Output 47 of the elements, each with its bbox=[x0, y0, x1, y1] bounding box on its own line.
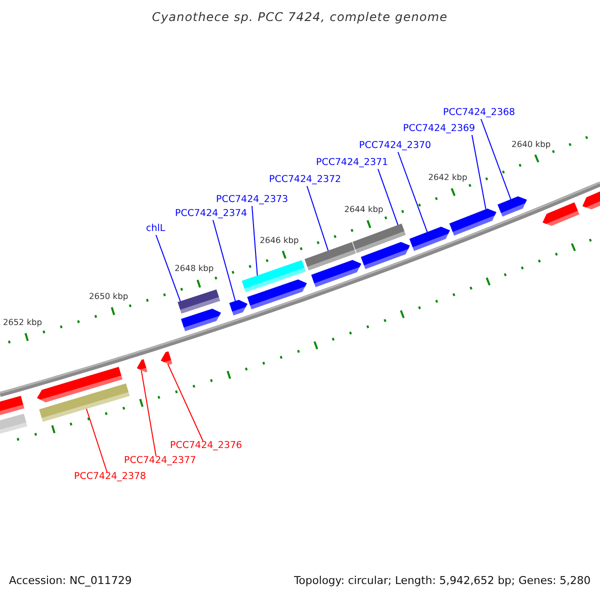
gene-label: PCC7424_2372 bbox=[269, 174, 342, 186]
gene-block bbox=[160, 351, 172, 365]
gene-label: chlL bbox=[146, 224, 166, 234]
leader-line bbox=[378, 168, 398, 226]
gene-bar bbox=[39, 384, 130, 422]
gene-block bbox=[449, 208, 496, 236]
gene-block bbox=[360, 242, 410, 270]
leader-line bbox=[156, 234, 181, 302]
gene-block bbox=[542, 202, 580, 226]
leader-line bbox=[252, 206, 258, 276]
gene-block bbox=[181, 308, 221, 332]
gene-label: PCC7424_2378 bbox=[74, 472, 146, 482]
scale-label: 2640 kbp bbox=[512, 140, 551, 150]
gene-label: PCC7424_2369 bbox=[403, 124, 476, 134]
scale-label: 2644 kbp bbox=[344, 205, 384, 215]
gene-label: PCC7424_2374 bbox=[175, 208, 248, 220]
gene-label: PCC7424_2377 bbox=[124, 456, 196, 466]
scale-label: 2646 kbp bbox=[260, 236, 299, 246]
gene-label: PCC7424_2371 bbox=[316, 158, 388, 168]
gene-block bbox=[409, 226, 450, 252]
gene-block bbox=[582, 192, 600, 210]
gene-label: PCC7424_2373 bbox=[216, 194, 288, 206]
scale-label: 2652 kbp bbox=[2, 318, 42, 328]
map-title: Cyanothece sp. PCC 7424, complete genome bbox=[152, 11, 448, 25]
gene-block bbox=[229, 300, 248, 316]
gene-bar bbox=[0, 414, 28, 434]
gene-label: PCC7424_2368 bbox=[443, 108, 516, 118]
gene-block bbox=[247, 279, 307, 310]
leader-line bbox=[140, 370, 156, 456]
leader-line bbox=[480, 118, 512, 200]
accession-text: Accession: NC_011729 bbox=[9, 575, 132, 588]
leader-line bbox=[398, 152, 428, 233]
gene-label: PCC7424_2376 bbox=[170, 440, 242, 452]
gene-label: PCC7424_2370 bbox=[359, 140, 432, 152]
leader-line bbox=[86, 408, 108, 472]
leader-line bbox=[167, 363, 204, 442]
gene-block bbox=[136, 359, 148, 372]
genome-summary: Topology: circular; Length: 5,942,652 bp; Genes: 5,280 bbox=[294, 575, 591, 588]
leader-line bbox=[306, 186, 329, 252]
gene-block bbox=[0, 396, 24, 416]
gene-block bbox=[498, 196, 527, 217]
leader-line bbox=[472, 134, 486, 210]
scale-label: 2650 kbp bbox=[89, 292, 128, 302]
scale-label: 2648 kbp bbox=[174, 264, 214, 274]
gene-block bbox=[311, 260, 362, 288]
leader-line bbox=[212, 220, 236, 302]
scale-label: 2642 kbp bbox=[428, 173, 468, 183]
